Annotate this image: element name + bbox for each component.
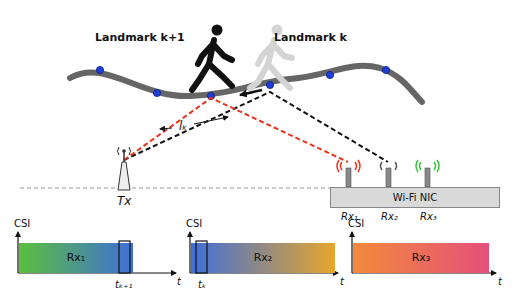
nic-box: Wi-Fi NIC <box>330 187 500 208</box>
axis-label: CSI <box>14 218 30 229</box>
node-text: Rx₂ <box>254 252 273 264</box>
length-pointer <box>160 128 172 129</box>
csi-axes <box>18 232 496 273</box>
motion-arrow <box>240 90 262 95</box>
antenna-label: Rx₂ <box>381 211 398 222</box>
signal-path-k1 <box>124 98 348 162</box>
axis-label: t <box>177 276 181 287</box>
signal-path-k <box>124 92 388 162</box>
csi-bar: Rx₂ <box>191 243 335 273</box>
rx-antenna <box>337 160 360 187</box>
node-text: Wi-Fi NIC <box>393 192 437 203</box>
length-label: lₖ <box>179 120 187 133</box>
time-label: tₖ <box>198 279 206 290</box>
rx-antenna <box>416 160 439 187</box>
landmark-dots <box>96 66 389 99</box>
node-text: Rx₁ <box>67 252 86 264</box>
time-label: tₖ₊₁ <box>115 279 132 290</box>
length-pointer <box>194 117 228 124</box>
antenna-label: Rx₃ <box>420 211 437 222</box>
antenna-label: Tx <box>117 195 131 208</box>
landmark-label: Landmark k <box>274 32 347 44</box>
node-text: Rx₃ <box>412 252 431 264</box>
axis-label: t <box>498 276 502 287</box>
tx-antenna <box>118 147 131 190</box>
landmark-label: Landmark k+1 <box>95 32 185 44</box>
axis-label: CSI <box>348 218 364 229</box>
csi-bar: Rx₃ <box>353 243 489 273</box>
axis-label: t <box>340 276 344 287</box>
walking-path <box>70 66 422 102</box>
csi-bar: Rx₁ <box>19 243 133 273</box>
walker <box>192 25 232 91</box>
rx-antenna <box>381 162 397 187</box>
axis-label: CSI <box>186 218 202 229</box>
